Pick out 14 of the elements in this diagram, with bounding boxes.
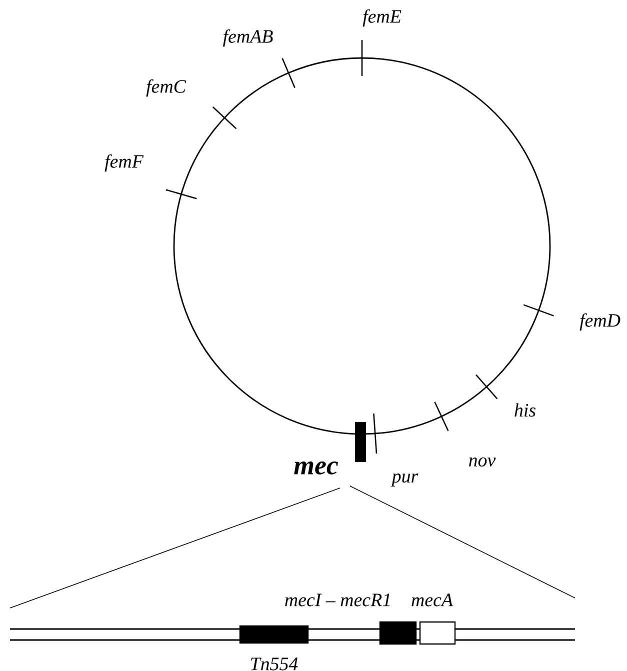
gene-label: his (514, 403, 536, 417)
gene-label: femC (146, 79, 186, 97)
gene-label: mec (294, 462, 338, 474)
gene-box: Tn554 (239, 625, 309, 670)
gene-box: mecA (412, 594, 456, 645)
gene-label: pur (390, 474, 418, 486)
gene-label: femAB (223, 29, 273, 47)
node-label: Tn554 (251, 658, 298, 670)
node-label: mecA (412, 594, 454, 606)
gene-label: femF (104, 154, 144, 172)
node-label: mecI – mecR1 (285, 594, 390, 606)
gene-label: femD (580, 313, 620, 331)
gene-label: femE (362, 9, 402, 27)
gene-label: nov (469, 457, 496, 467)
